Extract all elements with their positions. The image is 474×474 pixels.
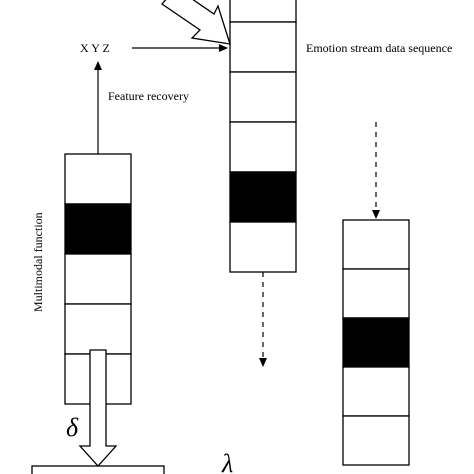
delta-hollow-arrow <box>78 349 118 467</box>
lambda-symbol: λ <box>221 449 233 474</box>
left-stack-cell-empty <box>64 303 132 355</box>
left-stack-cell-empty <box>64 153 132 205</box>
feature-recovery-label: Feature recovery <box>108 89 189 103</box>
multimodal-function-label: Multimodal function <box>31 212 45 312</box>
left-stack-cell-filled <box>64 203 132 255</box>
diagonal-input-arrow <box>161 0 231 45</box>
emotion-stream-label: Emotion stream data sequence <box>306 41 452 55</box>
center-stack-cell-empty <box>229 121 297 173</box>
center-stack-cell-empty <box>229 21 297 73</box>
right-stack-cell-empty <box>342 415 410 466</box>
right-stack-cell-empty <box>342 268 410 319</box>
center-stack-cell-empty <box>229 71 297 123</box>
center-stack <box>229 0 297 273</box>
center-stack-cell-empty <box>229 221 297 273</box>
center-stack-cell-filled <box>229 171 297 223</box>
left-stack-cell-empty <box>64 253 132 305</box>
right-stack-cell-filled <box>342 317 410 368</box>
center-stack-cell-empty <box>229 0 297 23</box>
delta-symbol: δ <box>66 413 79 442</box>
right-stack-cell-empty <box>342 219 410 270</box>
right-stack-cell-empty <box>342 366 410 417</box>
bottom-box <box>31 465 165 474</box>
left-stack <box>64 153 132 405</box>
right-stack <box>342 219 410 466</box>
xyz-label: X Y Z <box>80 41 110 55</box>
